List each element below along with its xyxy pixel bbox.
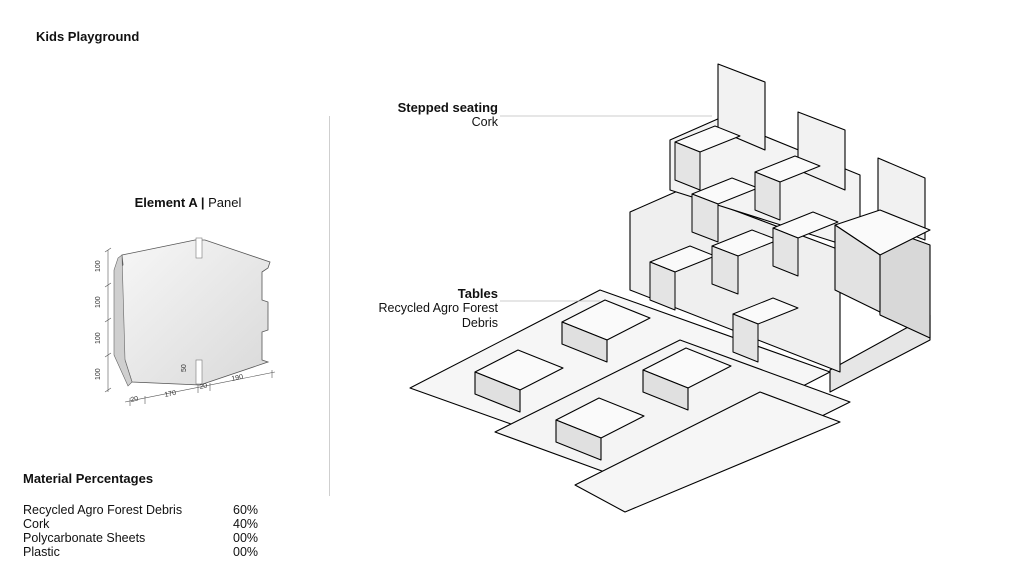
tables-material-line1: Recycled Agro Forest (378, 301, 499, 315)
material-pct: 00% (233, 531, 259, 545)
material-pct: 00% (233, 545, 259, 559)
table-side (474, 371, 521, 413)
table-side (561, 321, 608, 363)
materials-heading: Material Percentages (23, 471, 154, 486)
seat-box (772, 227, 799, 277)
material-name: Recycled Agro Forest Debris (23, 503, 183, 517)
material-name: Polycarbonate Sheets (23, 531, 146, 545)
tables-callout: Tables Recycled Agro Forest Debris (278, 286, 499, 331)
dim-height: 100 (95, 332, 102, 344)
dim-width: 190 (231, 374, 244, 383)
vertical-divider (329, 116, 330, 496)
seat-boxes (649, 125, 839, 363)
material-row: Plastic 00% (23, 545, 263, 559)
dim-width: 20 (199, 382, 208, 390)
material-name: Cork (23, 517, 50, 531)
seat-box (711, 245, 739, 295)
materials-list: Recycled Agro Forest Debris 60% Cork 40%… (23, 503, 263, 559)
seat-box (754, 171, 781, 221)
material-row: Recycled Agro Forest Debris 60% (23, 503, 263, 517)
material-pct: 40% (233, 517, 259, 531)
right-block-front (834, 224, 881, 313)
material-row: Polycarbonate Sheets 00% (23, 531, 263, 545)
stepped-material: Cork (471, 115, 498, 129)
element-type: Panel (208, 195, 242, 210)
panel-notch (195, 359, 203, 385)
material-name: Plastic (23, 545, 60, 559)
material-pct: 60% (233, 503, 259, 517)
tables-heading: Tables (457, 286, 498, 301)
dim-width: 170 (164, 390, 177, 399)
stepped-heading: Stepped seating (397, 100, 498, 115)
stepped-seating-callout: Stepped seating Cork (278, 100, 498, 130)
back-panel (717, 63, 766, 151)
dim-notch: 50 (181, 364, 188, 372)
seat-box (674, 141, 701, 191)
dim-height: 100 (95, 368, 102, 380)
element-label: Element A | Panel (100, 195, 276, 210)
seat-box (649, 261, 676, 311)
seat-box (691, 193, 719, 243)
material-row: Cork 40% (23, 517, 263, 531)
panel-edge (113, 254, 133, 387)
panel-notch (195, 237, 203, 259)
page-title: Kids Playground (36, 29, 140, 44)
tables-material-line2: Debris (461, 316, 498, 330)
dim-height: 100 (95, 296, 102, 308)
table-side (555, 419, 602, 461)
element-name: Element A | (134, 195, 205, 210)
table-side (642, 369, 689, 411)
right-wall (829, 314, 931, 393)
dim-width: 20 (130, 395, 139, 403)
dim-height: 100 (95, 260, 102, 272)
seat-box (732, 313, 759, 363)
floor-strip (574, 391, 841, 513)
